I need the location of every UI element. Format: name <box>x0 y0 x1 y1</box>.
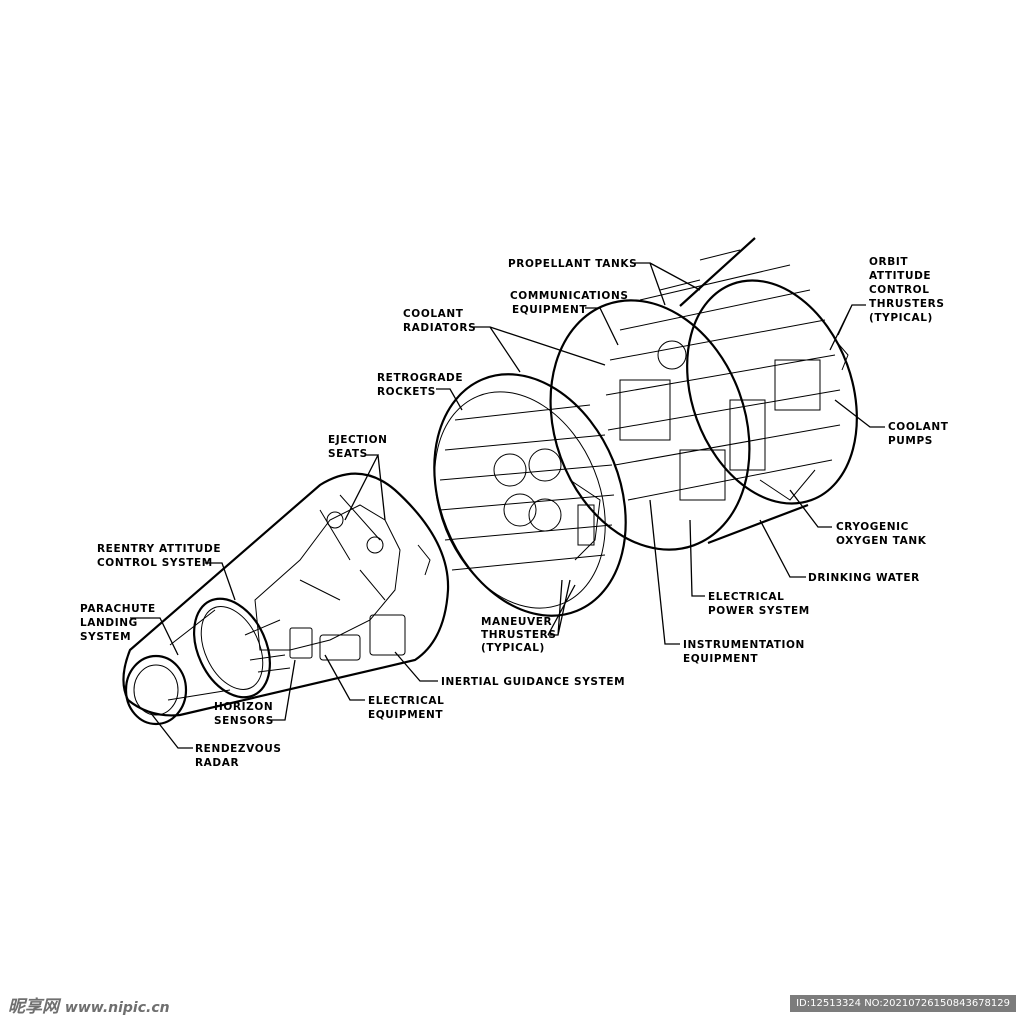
watermark-id: ID:12513324 NO:20210726150843678129 <box>790 995 1016 1012</box>
label-retrograde-rockets: RETROGRADE ROCKETS <box>377 372 467 398</box>
label-electrical-equipment: ELECTRICAL EQUIPMENT <box>368 695 449 721</box>
reentry-module <box>122 472 450 726</box>
watermark-logo: 昵享网 www.nipic.cn <box>8 992 170 1017</box>
label-coolant-pumps: COOLANT PUMPS <box>888 421 953 447</box>
retrograde-section <box>433 373 627 617</box>
label-coolant-radiators: COOLANT RADIATORS <box>403 308 476 334</box>
labels: PROPELLANT TANKS COMMUNICATIONS EQUIPMEN… <box>80 256 953 769</box>
label-horizon-sensors: HORIZON SENSORS <box>214 701 278 727</box>
equipment-section <box>549 237 858 551</box>
label-cryogenic-oxygen-tank: CRYOGENIC OXYGEN TANK <box>836 521 927 547</box>
label-ejection-seats: EJECTION SEATS <box>328 434 392 460</box>
leader-lines <box>130 262 885 749</box>
label-reentry-attitude-control-system: REENTRY ATTITUDE CONTROL SYSTEM <box>97 543 225 569</box>
label-electrical-power-system: ELECTRICAL POWER SYSTEM <box>708 591 810 617</box>
label-parachute-landing-system: PARACHUTE LANDING SYSTEM <box>80 603 160 643</box>
label-rendezvous-radar: RENDEZVOUS RADAR <box>195 743 286 769</box>
label-inertial-guidance-system: INERTIAL GUIDANCE SYSTEM <box>441 676 625 688</box>
label-orbit-attitude-control-thrusters: ORBIT ATTITUDE CONTROL THRUSTERS (TYPICA… <box>869 256 949 324</box>
label-instrumentation-equipment: INSTRUMENTATION EQUIPMENT <box>683 639 809 665</box>
label-maneuver-thrusters: MANEUVER THRUSTERS (TYPICAL) <box>481 616 561 654</box>
label-propellant-tanks: PROPELLANT TANKS <box>508 258 637 270</box>
watermark-logo-text: 昵享网 <box>8 997 59 1017</box>
label-drinking-water: DRINKING WATER <box>808 572 920 584</box>
watermark-site: www.nipic.cn <box>64 1000 170 1016</box>
label-communications-equipment: COMMUNICATIONS EQUIPMENT <box>510 290 633 316</box>
